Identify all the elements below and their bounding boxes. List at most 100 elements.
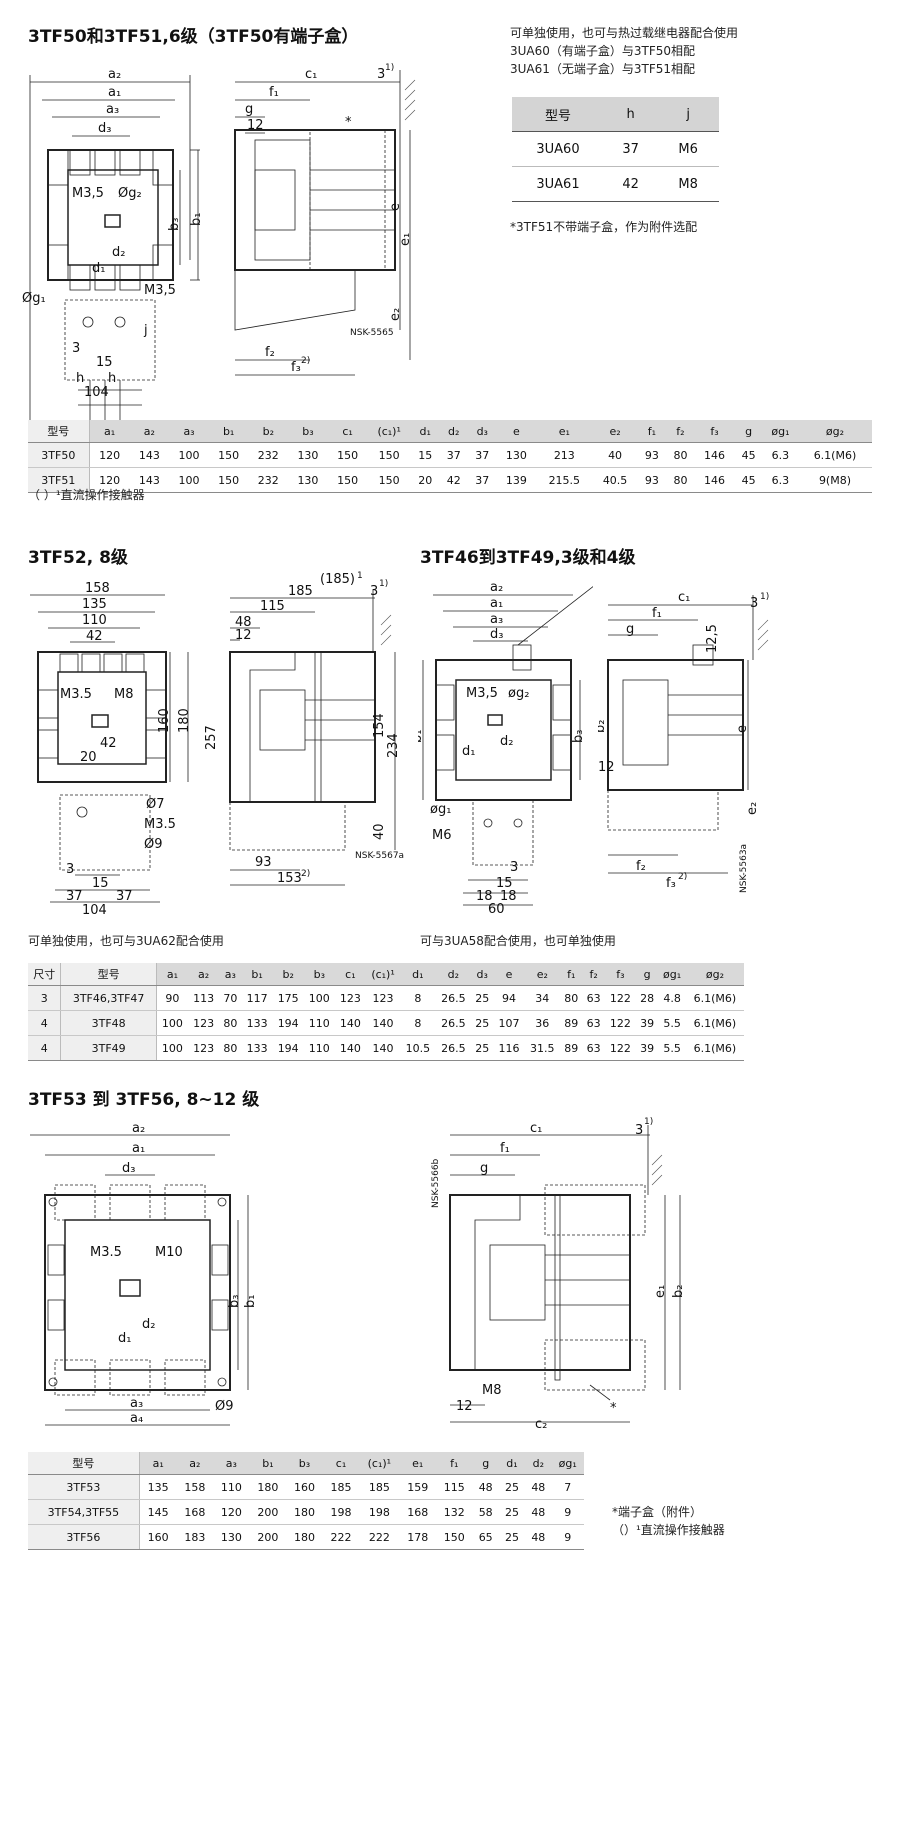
table-cell: 25	[498, 1524, 526, 1550]
table-cell: 7	[551, 1474, 584, 1500]
table-cell: 10.5	[400, 1035, 436, 1061]
table-cell: 25	[471, 1010, 494, 1036]
table-cell: 100	[169, 467, 209, 493]
terminal-box-note: *3TF51不带端子盒，作为附件选配	[510, 220, 698, 234]
table-header-cell: c₁	[322, 1452, 360, 1475]
table-header-cell: 尺寸	[28, 963, 62, 986]
dim-label: d₃	[490, 627, 503, 642]
table-cell: 180	[286, 1499, 323, 1525]
table-cell: 25	[471, 985, 494, 1011]
drawing-3tf52-side: 185 (185) 1 3 1) 115 48 12 257 154 234 4…	[205, 571, 404, 886]
table-cell: 113	[188, 985, 220, 1011]
dim-label: 1)	[644, 1117, 653, 1127]
table-cell: 8	[400, 985, 436, 1011]
table-header-cell: (c₁)¹	[367, 420, 411, 443]
table-cell: 42	[439, 467, 468, 493]
table-cell: 122	[604, 1010, 636, 1036]
dim-label: Ø9	[144, 837, 163, 852]
table-header-cell: g	[734, 420, 763, 443]
table-cell: 9(M8)	[797, 467, 872, 493]
table-cell: 117	[241, 985, 273, 1011]
dim-label: b₂	[598, 720, 608, 733]
ua-header-j: j	[657, 97, 719, 132]
dim-label: 180	[177, 708, 192, 733]
dim-label: 104	[84, 385, 109, 400]
table-header-cell: øg₁	[551, 1452, 584, 1475]
table-header-cell: (c₁)¹	[359, 1452, 400, 1475]
table-cell: 70	[219, 985, 242, 1011]
table-cell: 6.1(M6)	[685, 1035, 744, 1061]
table-cell: 160	[286, 1474, 323, 1500]
drawing-code: NSK-5565	[350, 328, 394, 338]
table-cell: 40.5	[592, 467, 638, 493]
dim-label: 20	[80, 750, 97, 765]
table-cell: 6.3	[762, 442, 798, 468]
table-cell: 158	[176, 1474, 214, 1500]
dim-label: b₁	[243, 1295, 258, 1308]
dim-label: Øg₁	[22, 291, 46, 306]
table-cell: 160	[139, 1524, 177, 1550]
table-cell: 110	[303, 1010, 335, 1036]
table-header-cell: øg₂	[685, 963, 744, 986]
table-cell: 194	[272, 1035, 304, 1061]
dim-label: d₃	[122, 1161, 135, 1176]
table-cell: 80	[219, 1035, 242, 1061]
table-cell: 123	[188, 1035, 220, 1061]
table-cell: 80	[219, 1010, 242, 1036]
dim-label: 15	[92, 876, 109, 891]
table-cell: 215.5	[536, 467, 593, 493]
dim-label: 12,5	[705, 624, 720, 653]
dim-label: 3	[72, 341, 80, 356]
table-header-cell: g	[635, 963, 659, 986]
table-cell: 198	[359, 1499, 400, 1525]
dim-label: 104	[82, 903, 107, 918]
dim-label: 18	[476, 889, 493, 904]
table-header-cell: øg₁	[658, 963, 686, 986]
table-cell: 232	[248, 467, 289, 493]
table-header-cell: a₂	[176, 1452, 214, 1475]
table-header-cell: d₂	[435, 963, 472, 986]
dim-label: M3,5	[144, 283, 176, 298]
table-cell: 145	[139, 1499, 177, 1525]
table-cell: 140	[365, 1035, 401, 1061]
dim-label: 2)	[678, 872, 687, 882]
dim-label: 15	[96, 355, 113, 370]
table-cell: 222	[359, 1524, 400, 1550]
table-cell: 115	[435, 1474, 473, 1500]
table-cell: 140	[334, 1035, 366, 1061]
table-cell: 6.1(M6)	[685, 985, 744, 1011]
dim-label: d₃	[98, 121, 111, 136]
drawing-code: NSK-5567a	[355, 851, 404, 861]
table-header-cell: e	[493, 963, 525, 986]
table-cell: 130	[496, 442, 537, 468]
dim-label: a₃	[130, 1396, 143, 1411]
table-cell: 200	[249, 1524, 287, 1550]
table-cell: 180	[249, 1474, 287, 1500]
ua-header-h: h	[604, 97, 658, 132]
table-cell: 37	[468, 442, 497, 468]
ua-relay-table: 型号 h j 3UA60 37 M6 3UA61 42 M8	[512, 97, 719, 202]
dim-label: Ø7	[146, 797, 165, 812]
dim-label: 185	[288, 584, 313, 599]
dim-label: b₃	[571, 730, 586, 743]
table-cell: 107	[493, 1010, 525, 1036]
table-cell: 150	[367, 442, 411, 468]
drawing-code: NSK-5563a	[739, 844, 749, 893]
usage-note-line: 3UA60（有端子盒）与3TF50相配	[510, 44, 696, 58]
table-header-cell: a₃	[213, 1452, 250, 1475]
table-cell: 150	[435, 1524, 473, 1550]
table-header-cell: e₁	[399, 1452, 436, 1475]
table-cell: 222	[322, 1524, 360, 1550]
table-cell: 133	[241, 1010, 273, 1036]
dim-label: f₁	[269, 85, 279, 100]
dim-label: (185)	[320, 572, 355, 587]
dc-footnote: （ ）¹直流操作接触器	[28, 488, 145, 502]
table-cell: 143	[129, 442, 170, 468]
dim-label: a₂	[132, 1121, 145, 1136]
